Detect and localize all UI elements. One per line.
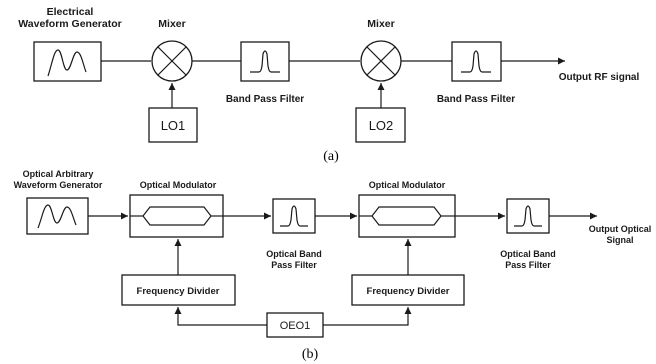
filter2-b-label-line1: Optical Band <box>500 249 556 259</box>
waveform-glyph <box>47 49 87 77</box>
lo2-box <box>355 107 406 143</box>
bandpass-glyph <box>280 205 308 227</box>
mixer1-label: Mixer <box>158 18 185 30</box>
generator-b-label-line2: Waveform Generator <box>14 180 103 190</box>
modulator1-label: Optical Modulator <box>140 180 217 190</box>
filter1-label: Band Pass Filter <box>226 94 304 105</box>
divider2-label: Frequency Divider <box>367 286 450 297</box>
electrical-waveform-generator-box <box>33 41 102 82</box>
frequency-divider1-box <box>121 274 236 306</box>
generator-b-label-line1: Optical Arbitrary <box>23 169 94 179</box>
wire-oeo-divider1 <box>174 307 267 326</box>
bandpass-glyph <box>250 50 280 73</box>
lo1-box <box>148 107 198 143</box>
oeo1-label: OEO1 <box>280 320 311 332</box>
optical-modulator2-box <box>358 194 456 238</box>
band-pass-filter2-box <box>451 41 502 82</box>
caption-b: (b) <box>302 347 319 362</box>
divider1-label: Frequency Divider <box>137 286 220 297</box>
wire-oeo-divider2 <box>323 307 412 326</box>
lo1-label: LO1 <box>161 118 186 133</box>
bandpass-glyph <box>461 50 491 73</box>
optical-waveform-generator-box <box>26 197 89 235</box>
bandpass-glyph <box>514 205 542 227</box>
output-optical-label-line2: Signal <box>606 235 633 245</box>
output-optical-label-line1: Output Optical <box>589 224 652 234</box>
output-rf-label: Output RF signal <box>559 72 640 83</box>
generator-a-label-line1: Electrical <box>47 6 94 18</box>
band-pass-filter1-box <box>240 41 290 82</box>
filter1-b-label-line1: Optical Band <box>266 249 322 259</box>
modulator2-label: Optical Modulator <box>369 180 446 190</box>
mixer2-label: Mixer <box>367 18 394 30</box>
filter1-b-label-line2: Pass Filter <box>271 260 317 270</box>
diagram-b: Optical Arbitrary Waveform Generator Opt… <box>14 169 652 362</box>
diagram-a: Electrical Waveform Generator Mixer Mixe… <box>18 6 639 164</box>
optical-modulator1-box <box>129 194 224 238</box>
optical-band-pass-filter1-box <box>272 198 316 234</box>
lo2-label: LO2 <box>369 118 394 133</box>
waveform-glyph <box>37 204 77 229</box>
optical-band-pass-filter2-box <box>506 198 550 234</box>
caption-a: (a) <box>323 149 339 164</box>
filter2-b-label-line2: Pass Filter <box>505 260 551 270</box>
generator-a-label-line2: Waveform Generator <box>18 18 121 30</box>
filter2-label: Band Pass Filter <box>437 94 515 105</box>
